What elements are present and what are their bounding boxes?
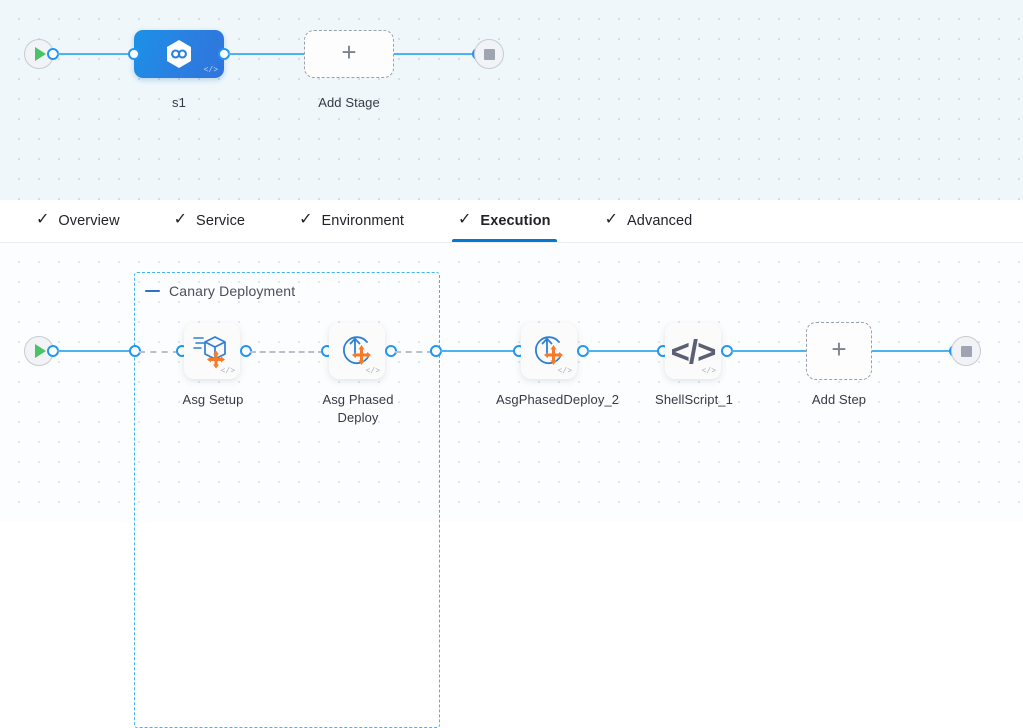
check-icon: ✓: [299, 211, 313, 228]
shell-script-icon: </>: [670, 332, 717, 370]
tab-advanced-label: Advanced: [627, 213, 693, 229]
add-step-button[interactable]: +: [806, 322, 872, 380]
tab-environment[interactable]: ✓ Environment: [285, 200, 418, 242]
edge-group-entry-to-asgsetup: [139, 351, 179, 353]
tab-service[interactable]: ✓ Service: [160, 200, 259, 242]
tab-service-label: Service: [196, 213, 246, 229]
asg-phased-deploy-2-label: AsgPhasedDeploy_2: [496, 392, 620, 407]
edge-shellscript-to-addstep: [731, 350, 806, 352]
stage-code-badge: </>: [203, 66, 218, 75]
stage-end-node[interactable]: [474, 39, 504, 69]
add-stage-label: Add Stage: [318, 95, 380, 110]
stage-label: s1: [172, 95, 186, 110]
edge-group-to-asgphased2: [440, 350, 515, 352]
asg-setup-label: Asg Setup: [182, 392, 244, 407]
tab-environment-label: Environment: [321, 213, 405, 229]
harness-hexagon-icon: [167, 40, 191, 68]
check-icon: ✓: [458, 211, 472, 228]
edge-asgphased2-to-shellscript: [587, 350, 659, 352]
play-icon: [35, 344, 46, 358]
asg-setup-icon: [193, 336, 226, 369]
canary-group-header[interactable]: Canary Deployment: [145, 283, 295, 299]
stop-icon: [483, 48, 495, 60]
shell-script-code-badge: </>: [701, 367, 716, 376]
asg-setup-code-badge: </>: [220, 367, 235, 376]
step-node-shell-script-1[interactable]: </> </>: [665, 323, 721, 379]
edge-addstep-to-end: [872, 350, 952, 352]
add-step-label: Add Step: [811, 392, 867, 407]
edge-start-to-group: [57, 350, 132, 352]
tab-execution-label: Execution: [480, 213, 551, 229]
edge-addstage-to-end: [394, 53, 480, 55]
check-icon: ✓: [36, 211, 50, 228]
stage-in-dot[interactable]: [128, 48, 140, 60]
tab-advanced[interactable]: ✓ Advanced: [591, 200, 707, 242]
step-node-asg-setup[interactable]: </>: [184, 323, 240, 379]
canary-deployment-group[interactable]: [134, 272, 440, 728]
execution-steps-canvas[interactable]: Canary Deployment: [0, 243, 1023, 728]
asg-phased-deploy-2-code-badge: </>: [557, 367, 572, 376]
step-node-asg-phased-deploy-2[interactable]: </>: [521, 323, 577, 379]
stage-canvas[interactable]: </> s1 + Add Stage: [0, 0, 1023, 200]
tab-overview[interactable]: ✓ Overview: [22, 200, 134, 242]
stage-node-s1[interactable]: </>: [134, 30, 224, 78]
asg-phased-deploy-icon: [342, 336, 371, 365]
asg-phased-deploy-icon: [534, 336, 563, 365]
asg-phased-deploy-label: Asg Phased Deploy: [322, 392, 394, 425]
tab-execution[interactable]: ✓ Execution: [444, 200, 565, 242]
edge-asgsetup-to-asgphased: [250, 351, 324, 353]
check-icon: ✓: [604, 211, 619, 228]
add-stage-button[interactable]: +: [304, 30, 394, 78]
shell-script-label: ShellScript_1: [655, 392, 733, 407]
plus-icon: +: [831, 334, 847, 364]
stop-icon: [960, 345, 972, 357]
stage-tab-bar: ✓ Overview ✓ Service ✓ Environment ✓ Exe…: [0, 200, 1023, 243]
edge-start-to-stage: [57, 53, 140, 55]
asg-phased-deploy-code-badge: </>: [365, 367, 380, 376]
check-icon: ✓: [173, 211, 188, 228]
step-node-asg-phased-deploy[interactable]: </>: [329, 323, 385, 379]
edge-asgphased-to-group-exit: [395, 351, 433, 353]
play-icon: [35, 47, 46, 61]
step-end-node[interactable]: [951, 336, 981, 366]
minus-icon[interactable]: [145, 289, 160, 293]
edge-stage-to-addstage: [228, 53, 306, 55]
canary-group-title: Canary Deployment: [169, 283, 296, 299]
plus-icon: +: [341, 37, 357, 67]
tab-overview-label: Overview: [58, 213, 120, 229]
